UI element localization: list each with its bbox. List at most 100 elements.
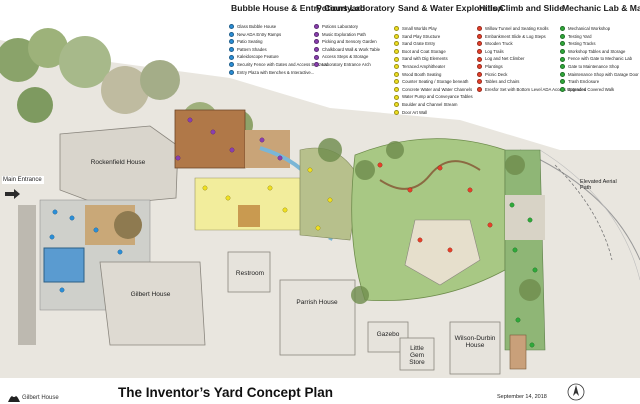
legend-item-label: Picking and Sensory Garden (322, 39, 377, 45)
legend-item-label: Willow Tunnel and Seating Knolls (485, 26, 549, 31)
legend-item-label: Trash Enclosure (568, 79, 600, 85)
east-garden (504, 149, 546, 351)
legend-item-label: Entry Plaza with Benches & Interactive..… (237, 69, 315, 75)
gilbert-house-logo (8, 393, 20, 402)
legend-item: Log and Net Climber (477, 55, 586, 63)
legend-item-label: Chalkboard Wall & Work Table (322, 46, 380, 52)
gazebo-label: Gazebo (376, 331, 400, 338)
legend-item: Testing Yard (560, 33, 639, 41)
legend-dot-icon (394, 26, 399, 32)
legend-dot-icon (394, 79, 399, 85)
legend-item-label: Kaleidoscope Feature (237, 54, 279, 60)
courtyard-tree (114, 211, 142, 239)
legend-item: Plantings (477, 63, 586, 71)
legend-dot-icon (560, 56, 565, 62)
legend-item-label: Testing Yard (568, 33, 592, 39)
legend-dot-icon (229, 54, 234, 60)
legend-item-label: Fence with Gate to Mechanic Lab (568, 56, 633, 62)
gilbert-house-roof (99, 261, 206, 346)
log-trails (379, 160, 481, 190)
legend-dot-icon (229, 47, 234, 53)
legend-dot-icon (394, 33, 399, 39)
legend-dot-icon (560, 79, 565, 85)
legend-item-label: Wooden Truck (485, 41, 513, 47)
legend-item: Gate to Maintenance Shop (560, 63, 639, 71)
legend-title-mechanic: Mechanic Lab & Maintenance Shop (562, 3, 640, 13)
legend-title-potions: Potions Laboratory (316, 3, 395, 13)
restroom-label: Restroom (235, 270, 265, 277)
legend-item: Boot and Coat Storage (394, 48, 473, 56)
legend-item: Laboratory Entrance Arch (314, 61, 380, 69)
rockenfield-house-label: Rockenfield House (90, 159, 146, 166)
legend-item: Water Pump and Conveyance Tables (394, 93, 473, 101)
legend-dot-icon (560, 26, 565, 32)
legend-item: Glass Bubble House (229, 23, 327, 31)
legend-dot-icon (314, 39, 319, 45)
legend-dot-icon (394, 109, 399, 115)
legend-title-bubble-house: Bubble House & Entry Courtyard (231, 3, 366, 13)
legend-item: Fence with Gate to Mechanic Lab (560, 55, 639, 63)
legend-dot-icon (229, 24, 234, 30)
plan-date: September 14, 2018 (497, 394, 547, 400)
legend-item-label: Boulder and Channel Stream (402, 101, 458, 107)
parrish-house-roof (279, 279, 356, 356)
legend-item-label: Water Pump and Conveyance Tables (402, 94, 473, 100)
legend-dot-icon (229, 31, 234, 37)
legend-item-label: Extended Covered Walk (568, 86, 615, 92)
legend-item: Picking and Sensory Garden (314, 38, 380, 46)
legend-item-label: Sand with Dig Elements (402, 56, 448, 62)
aerial-path-line (554, 164, 613, 261)
legend-dot-icon (394, 102, 399, 108)
main-entrance-label: Main Entrance (2, 176, 44, 185)
legend-item: Access Steps & Storage (314, 53, 380, 61)
legend-item: Sand with Dig Elements (394, 55, 473, 63)
legend-item-label: Gate to Maintenance Shop (568, 63, 620, 69)
legend-item-label: Door Art Wall (402, 109, 428, 115)
legend-title-hills: Hills,Climb and Slide (479, 3, 564, 13)
legend-item: Trash Enclosure (560, 78, 639, 86)
picnic-deck (404, 219, 481, 286)
legend-item: Log Trails (477, 48, 586, 56)
legend-item-label: Testing Tracks (568, 41, 596, 47)
legend-dot-icon (477, 26, 482, 32)
tree-canopy-group-site (318, 138, 541, 304)
legend-dot-icon (560, 87, 565, 93)
rockenfield-house-roof (59, 125, 179, 206)
legend-item: Picnic Deck (477, 71, 586, 79)
legend-dot-icon (560, 64, 565, 70)
legend-item-label: Maintenance Shop with Garage Door (568, 71, 639, 77)
legend-dot-icon (477, 64, 482, 70)
legend-item: Concrete Water and Water Channels (394, 86, 473, 94)
legend-item: Counter Seating / Storage beneath (394, 78, 473, 86)
legend-item: Terraced Amphitheater (394, 63, 473, 71)
legend-item: Kaleidoscope Feature (229, 53, 327, 61)
legend-dot-icon (394, 87, 399, 93)
legend-item: Pattern Shades (229, 46, 327, 54)
little-gem-store-roof (399, 337, 435, 371)
legend-item-label: Embankment Slide & Log Steps (485, 33, 546, 39)
legend-item: Boulder and Channel Stream (394, 101, 473, 109)
little-gem-store-label: Little Gem Store (409, 345, 425, 366)
sand-play-structure (238, 205, 260, 227)
legend-item-label: Potions Laboratory (322, 24, 359, 29)
legend-item-label: Patio Seating (237, 39, 263, 45)
legend-dot-icon (394, 64, 399, 70)
legend-title-sand-water: Sand & Water Exploration (398, 3, 504, 13)
legend-dot-icon (477, 87, 482, 93)
legend-dot-icon (477, 41, 482, 47)
plan-title: The Inventor’s Yard Concept Plan (118, 385, 334, 400)
legend-item-label: Mechanical Workshop (568, 26, 611, 31)
legend-item-label: Access Steps & Storage (322, 54, 369, 60)
legend-dot-icon (560, 33, 565, 39)
legend-item-label: Sand Grate Entry (402, 41, 436, 47)
legend-item-label: Eresfor Set with Bottom Level ADA Access… (485, 86, 586, 92)
legend-item-label: Wood Booth Seating (402, 71, 442, 77)
legend-dot-icon (229, 69, 234, 75)
wilson-durbin-house-roof (449, 321, 501, 375)
legend-dot-icon (477, 56, 482, 62)
plan-marker-set-bubble (49, 209, 123, 293)
legend-item-label: New ADA Entry Ramps (237, 31, 282, 37)
